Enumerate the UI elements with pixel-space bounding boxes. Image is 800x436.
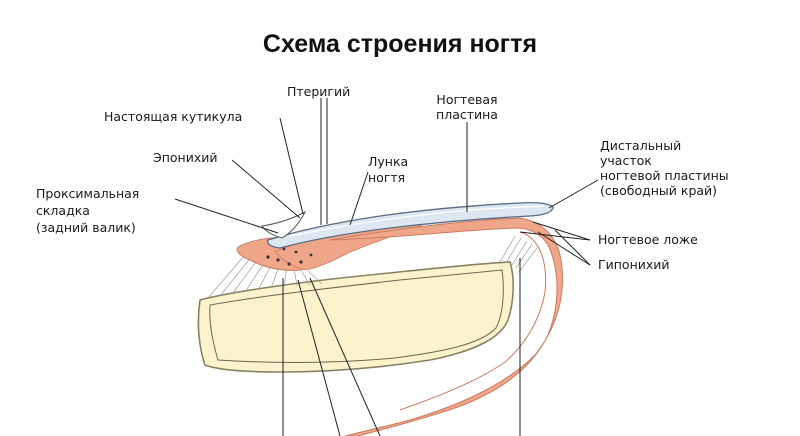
label-distal-line2: участок xyxy=(600,153,652,168)
bone-inner-outline xyxy=(209,269,504,363)
matrix-dots xyxy=(266,247,313,266)
nail-bed-inner xyxy=(399,231,547,411)
label-proximal-fold-line3: (задний валик) xyxy=(36,220,136,235)
label-nail-plate-line1: Ногтевая xyxy=(436,92,497,107)
label-distal-line3: ногтевой пластины xyxy=(600,168,729,183)
bone-shape xyxy=(197,261,514,373)
label-nail-plate-line2: пластина xyxy=(436,107,498,122)
label-eponychium: Эпонихий xyxy=(153,150,218,165)
label-hyponychium: Гипонихий xyxy=(598,257,670,272)
diagram-title: Схема строения ногтя xyxy=(263,30,537,58)
label-proximal-fold-line1: Проксимальная xyxy=(36,186,139,201)
label-lunula-line1: Лунка xyxy=(368,154,408,169)
label-distal-line4: (свободный край) xyxy=(600,183,717,198)
nail-plate-highlight xyxy=(289,205,546,237)
label-true-cuticle: Настоящая кутикула xyxy=(104,109,242,124)
leader-lines xyxy=(174,98,599,436)
label-distal-line1: Дистальный xyxy=(600,138,681,153)
label-lunula-line2: ногтя xyxy=(368,170,405,185)
label-proximal-fold-line2: складка xyxy=(36,203,90,218)
nail-plate-shape xyxy=(266,201,554,249)
label-pterygium: Птеригий xyxy=(287,84,350,99)
label-nail-bed: Ногтевое ложе xyxy=(598,232,698,247)
